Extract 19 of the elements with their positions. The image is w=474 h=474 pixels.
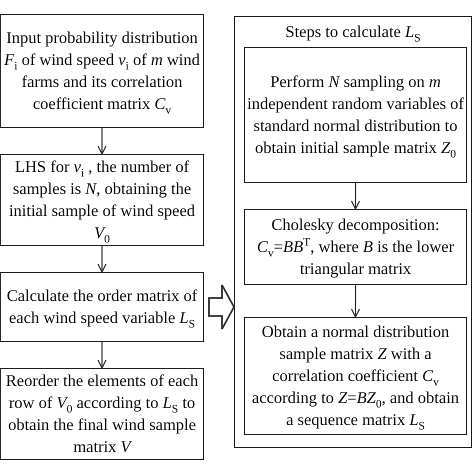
step-text: Input probability distribution F$_{i}$ of wind speed v$_{i}$ of m wind farms and its correlation coefficient matrix C$_{v}$ xyxy=(3,27,201,115)
step-text: Cholesky decomposition: C$_{v}$=BB$^{T}$, where B is the lower triangular matrix xyxy=(256,214,456,280)
arrow xyxy=(350,183,360,210)
process-box xyxy=(244,47,467,183)
block-arrow xyxy=(208,284,236,330)
group-title: Steps to calculate L$_{S}$ xyxy=(284,21,422,43)
arrow xyxy=(97,342,107,369)
step-text: Calculate the order matrix of each wind speed variable L$_{S}$ xyxy=(6,285,198,329)
process-box xyxy=(0,272,204,342)
step-text: Reorder the elements of each row of V$_{0}$ according to L$_{S}$ to obtain the final wind sample matrix V xyxy=(4,370,200,458)
step-text: Perform N sampling on m independent random variables of standard normal distribution to obtain initial sample matrix Z$_{0}$ xyxy=(246,71,465,159)
step-text: Obtain a normal distribution sample matrix Z with a correlation coefficient C$_{v}$ according to Z=BZ$_{0}$, and obtain a sequence matrix L$_{S}$ xyxy=(250,321,460,431)
group-box xyxy=(234,16,472,448)
arrow xyxy=(350,285,360,318)
arrow xyxy=(97,128,107,155)
process-box xyxy=(244,209,467,285)
process-box xyxy=(0,14,204,128)
step-text: LHS for v$_{i}$ , the number of samples is N, obtaining the initial sample of wind speed V$_{0}$ xyxy=(8,156,196,244)
arrow xyxy=(97,246,107,273)
